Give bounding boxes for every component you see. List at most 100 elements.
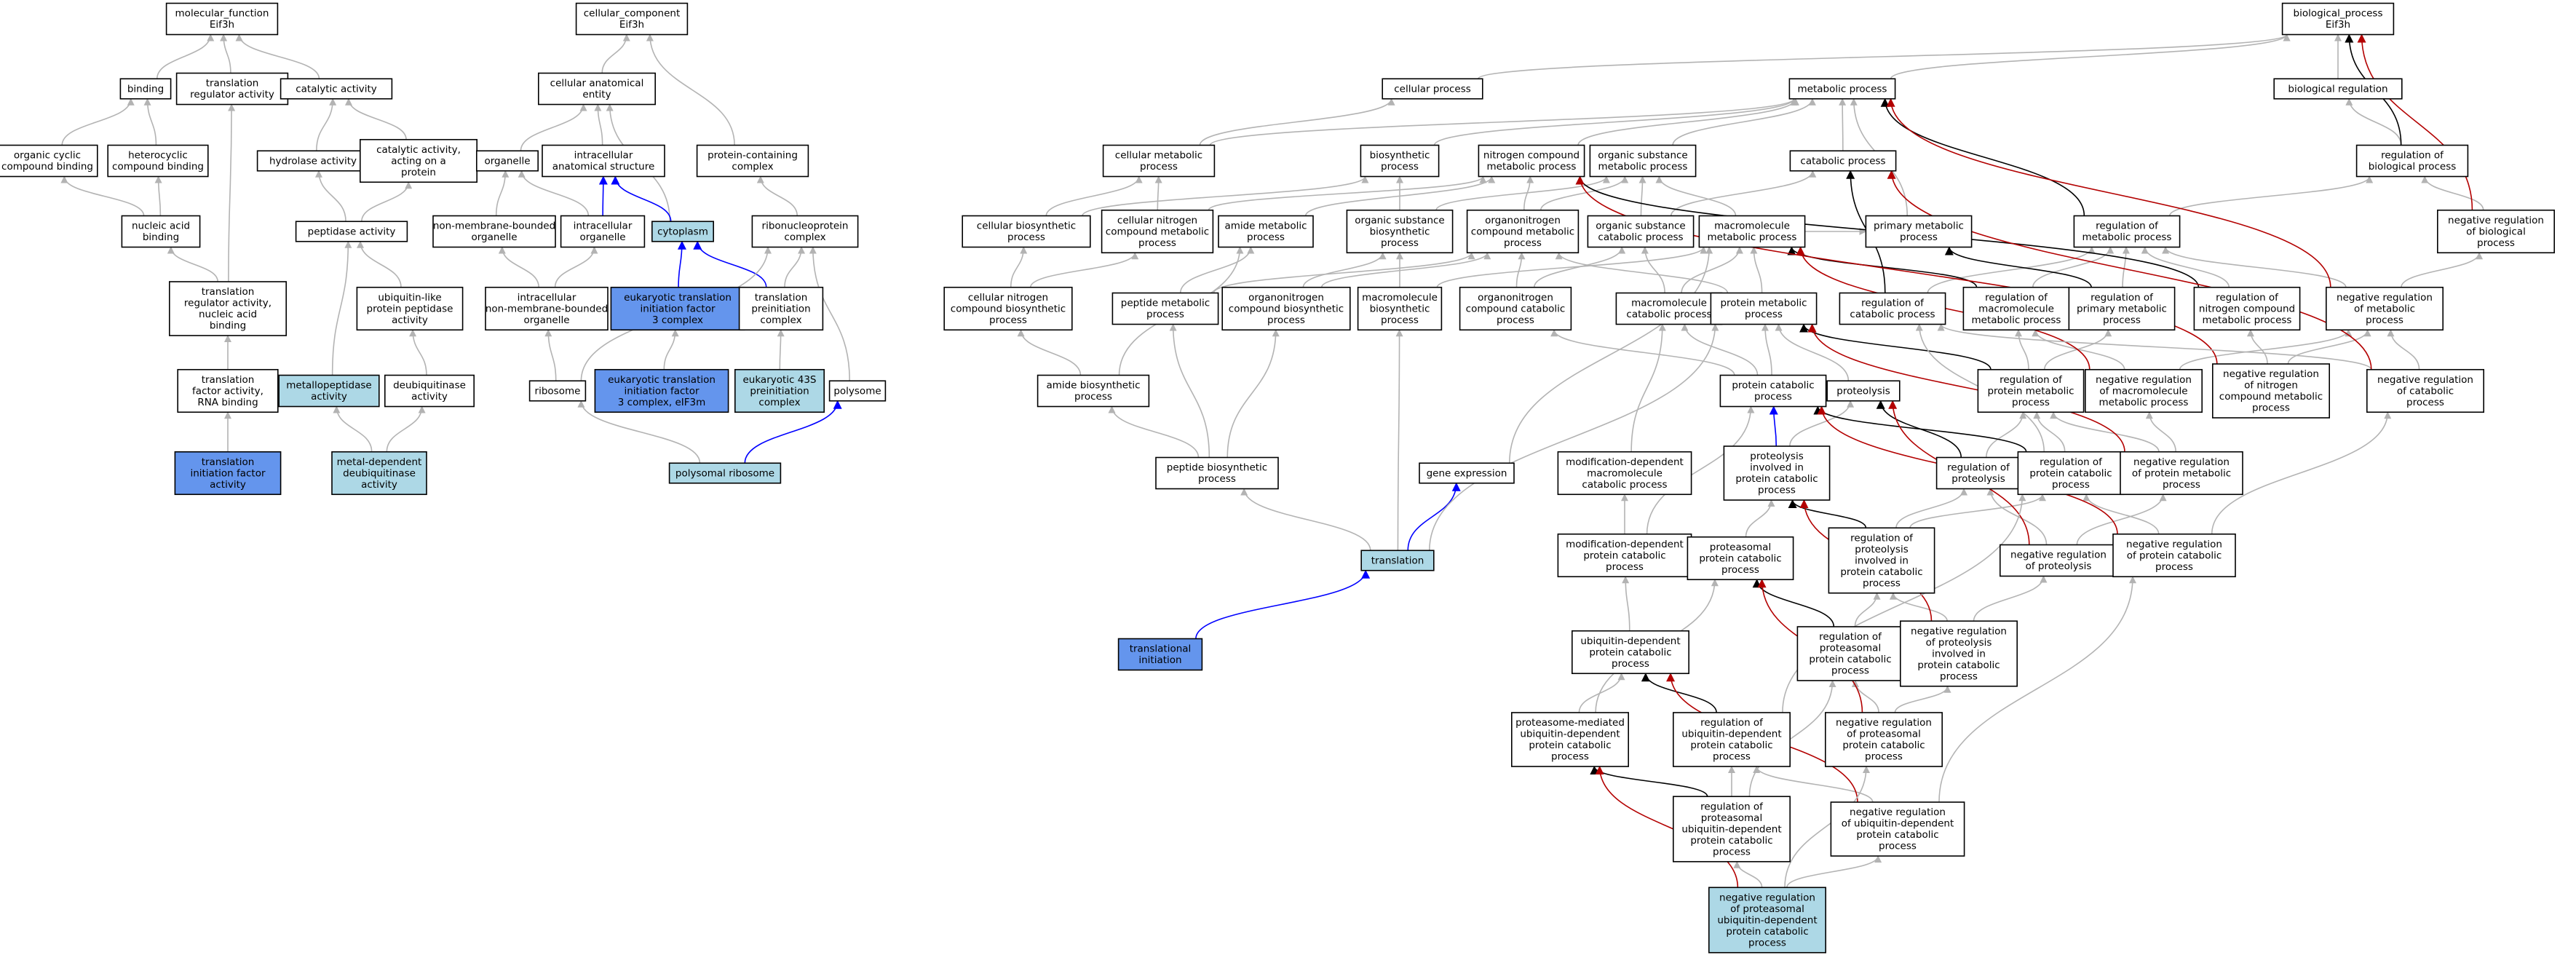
regulates-edge: [1813, 405, 2027, 453]
term-label-line: metabolic process: [1598, 161, 1688, 173]
term-label-line: ubiquitin-dependent: [1580, 635, 1680, 647]
term-label-line: non-membrane-bounded: [433, 221, 555, 232]
go-term-bio-reg: biological regulation: [2273, 78, 2403, 100]
is-a-edge: [60, 175, 145, 216]
part-of-edge: [1769, 405, 1778, 447]
term-label-line: deubiquitinase: [393, 380, 466, 392]
is-a-edge: [1748, 680, 1836, 797]
term-label-line: regulation of: [1861, 298, 1925, 309]
term-label-line: activity: [392, 314, 428, 326]
term-box: [1865, 215, 1973, 248]
term-box: [962, 215, 1091, 248]
term-label-line: binding: [210, 320, 246, 332]
term-box: [2326, 286, 2444, 331]
term-box: [668, 462, 782, 484]
is-a-edge: [2032, 246, 2115, 288]
is-a-edge: [1895, 488, 1968, 528]
is-a-edge: [809, 246, 850, 381]
is-a-edge: [2246, 329, 2268, 365]
term-label-line: of protein metabolic: [2132, 467, 2231, 479]
is-a-edge: [1199, 98, 1395, 146]
term-box: [2437, 209, 2556, 254]
term-box: [943, 286, 1073, 331]
is-a-edge: [2122, 246, 2130, 288]
neg-regulates-edge: [1807, 323, 2125, 452]
is-a-edge: [1782, 494, 2026, 713]
term-label-line: process: [2366, 314, 2403, 326]
is-a-edge: [518, 170, 590, 216]
is-a-edge: [1433, 98, 1798, 146]
is-a-edge: [756, 175, 798, 216]
term-label-line: translation: [1371, 555, 1424, 566]
term-label-line: proteolysis: [1750, 451, 1804, 462]
term-label-line: preinitiation: [750, 385, 809, 397]
is-a-edge: [1045, 175, 1143, 216]
term-box: [175, 72, 289, 106]
is-a-edge: [2033, 411, 2066, 452]
term-label-line: proteasomal: [1701, 812, 1762, 824]
term-box: [121, 215, 201, 248]
term-label-line: compound catabolic: [1466, 303, 1566, 314]
term-box: [696, 144, 809, 178]
term-label-line: organelle: [579, 231, 625, 243]
term-label-line: process: [2477, 237, 2515, 249]
is-a-edge: [1108, 405, 1200, 458]
term-box: [331, 451, 427, 496]
term-box: [2281, 2, 2395, 36]
is-a-edge: [1154, 175, 1162, 210]
term-label-line: process: [1198, 473, 1236, 485]
term-label-line: cytoplasm: [657, 226, 708, 237]
term-label-line: process: [1900, 231, 1938, 243]
part-of-edge: [1195, 569, 1371, 639]
term-label-line: regulation of: [2090, 292, 2154, 304]
term-box: [1839, 292, 1946, 325]
term-label-line: intracellular: [574, 150, 633, 162]
term-box: [119, 78, 172, 100]
term-box: [828, 380, 887, 402]
term-box: [384, 374, 475, 408]
is-a-edge: [2287, 329, 2371, 365]
term-label-line: cellular biosynthetic: [977, 221, 1076, 232]
is-a-edge: [2421, 175, 2484, 210]
term-label-line: process: [1074, 391, 1112, 403]
term-box: [2085, 368, 2203, 413]
term-box: [2120, 451, 2243, 496]
is-a-edge: [1226, 329, 1280, 458]
term-label-line: translation: [202, 286, 255, 298]
term-label-line: protein catabolic: [1856, 829, 1938, 841]
is-a-edge: [1209, 98, 1798, 146]
term-label-line: translation: [202, 374, 255, 386]
term-box: [1788, 78, 1896, 100]
term-label-line: biosynthetic: [1370, 150, 1430, 162]
term-box: [651, 221, 714, 242]
is-a-edge: [1745, 499, 1775, 537]
term-label-line: complex: [758, 397, 800, 408]
is-a-edge: [577, 400, 701, 464]
is-a-edge: [2076, 494, 2167, 545]
is-a-edge: [1854, 592, 1881, 627]
term-box: [356, 286, 464, 331]
term-label-line: amide biosynthetic: [1046, 380, 1140, 392]
term-box: [1673, 796, 1791, 863]
term-label-line: non-membrane-bounded: [486, 303, 608, 314]
term-label-line: process: [1754, 391, 1792, 403]
term-label-line: catabolic process: [1800, 155, 1885, 167]
